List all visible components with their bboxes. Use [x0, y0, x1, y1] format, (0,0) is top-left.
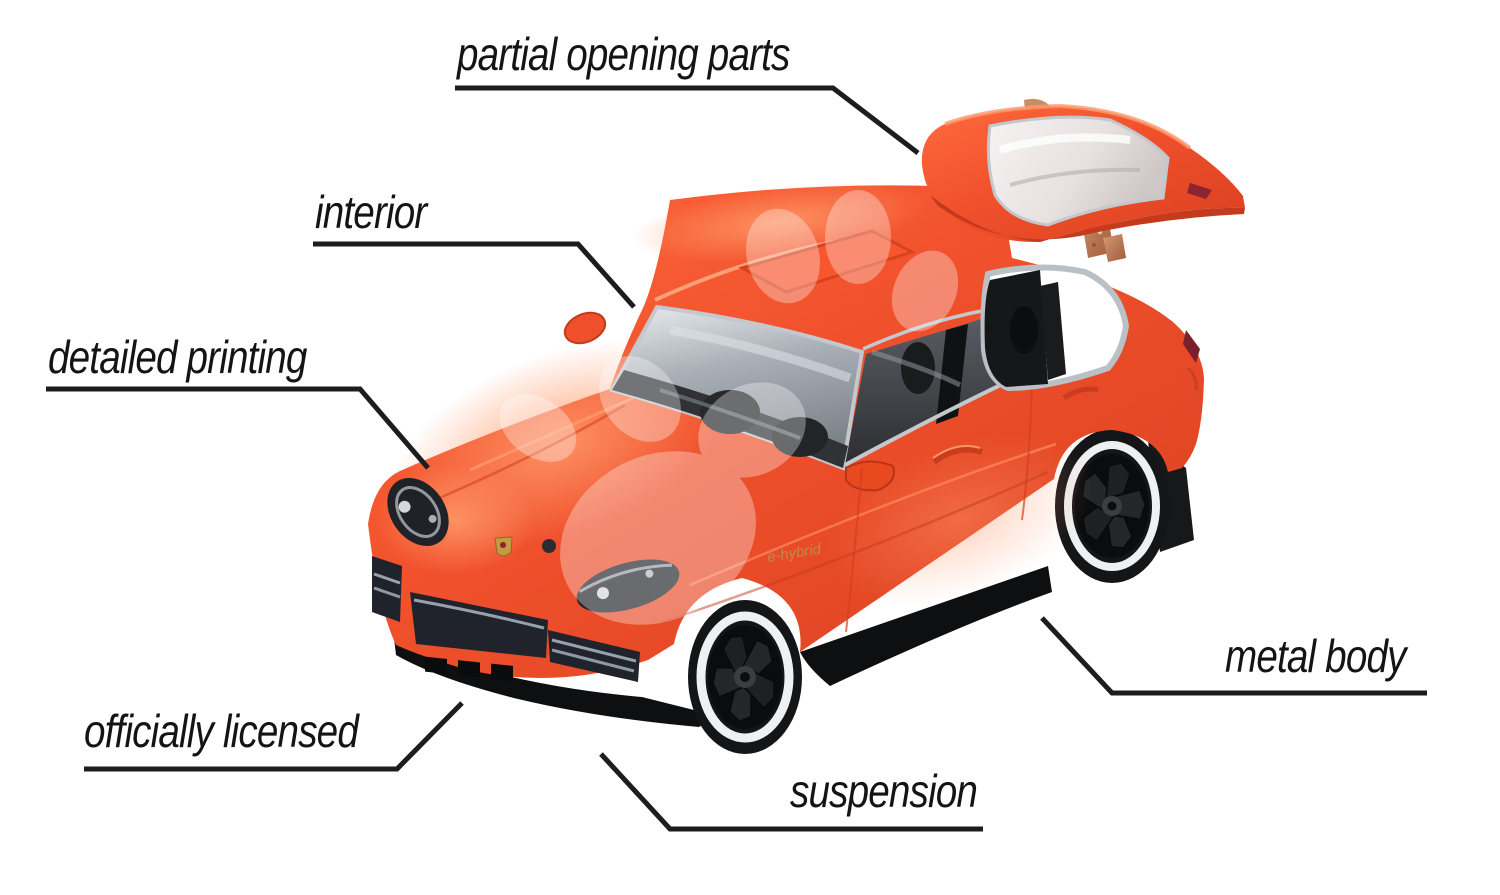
right-intake [548, 630, 640, 682]
toy-car: e-hybrid [368, 98, 1245, 754]
spoiler-edge-highlight [944, 103, 1192, 150]
front-left-headlight [387, 477, 449, 547]
tailgate-under-edge [930, 195, 1245, 242]
headlight-glint [428, 514, 437, 523]
front-door-handle-highlight [932, 445, 981, 459]
intake-slot [425, 656, 447, 674]
rear-door-handle [1062, 386, 1099, 401]
front-splitter [394, 638, 705, 727]
side-crease-light [689, 442, 1057, 587]
front-grille [372, 556, 640, 682]
rear-opening [980, 264, 1130, 392]
side-crease-dark [661, 470, 1049, 624]
front-door-seam [845, 467, 863, 633]
tailgate-hinge-lower [1103, 234, 1126, 262]
headlight-glint [645, 569, 654, 578]
grille-stripe [413, 598, 545, 630]
rocker-panel [800, 566, 1052, 686]
front-hub-center [740, 672, 750, 682]
paw-watermark-icon [499, 190, 959, 625]
side-mirror [845, 460, 895, 492]
leader-partial-opening-parts [455, 85, 920, 155]
intake-stripe [551, 648, 635, 673]
leader-suspension [599, 752, 983, 832]
intake-stripe [373, 572, 401, 585]
seatback-through-opening [1010, 306, 1038, 354]
strut-speckle [1092, 243, 1096, 247]
front-wheel [688, 600, 802, 754]
side-glass-reflection [871, 349, 962, 388]
left-intake [372, 556, 402, 622]
callout-detailed-printing: detailed printing [48, 331, 307, 383]
leader-officially-licensed [84, 701, 464, 772]
tailgate-window-glint [998, 133, 1131, 154]
far-side-mirror [563, 311, 607, 345]
callout-officially-licensed: officially licensed [84, 705, 359, 757]
rear-hub-center [1107, 501, 1117, 511]
b-pillar [936, 324, 968, 424]
rear-door-seam [1021, 377, 1033, 521]
tailgate-window-shade [1009, 167, 1141, 187]
fog-light [542, 539, 556, 553]
rear-crease [1186, 366, 1198, 391]
front-right-headlight [576, 559, 680, 613]
third-brake-light [1187, 183, 1212, 199]
leader-metal-body [1040, 616, 1427, 696]
porsche-crest-icon [494, 536, 513, 557]
callout-partial-opening-parts: partial opening parts [457, 28, 790, 80]
interior-pillar-through-opening [1040, 282, 1066, 380]
intake-slot [458, 660, 480, 678]
wiper [659, 388, 801, 440]
windshield [609, 304, 865, 471]
leader-detailed-printing [46, 386, 430, 470]
headlight-glint [398, 500, 411, 513]
callout-interior: interior [315, 186, 427, 238]
headlight-glint [597, 587, 610, 600]
hood-crease-dark [429, 403, 626, 504]
sunroof [738, 229, 916, 294]
callout-metal-body: metal body [1225, 630, 1406, 682]
front-wheel-white-ring [696, 611, 794, 743]
taillight [1183, 330, 1200, 363]
front-door-handle [932, 446, 983, 465]
intake-stripe [373, 586, 401, 599]
windshield-reflection [669, 325, 852, 383]
intake-stripe [551, 638, 637, 663]
center-intake [410, 592, 548, 658]
leader-interior [313, 241, 636, 309]
intake-slot [491, 663, 513, 681]
callout-suspension: suspension [790, 765, 978, 817]
open-tailgate [921, 98, 1245, 262]
leader-lines [46, 85, 1427, 832]
hood-crease-light [469, 393, 641, 472]
